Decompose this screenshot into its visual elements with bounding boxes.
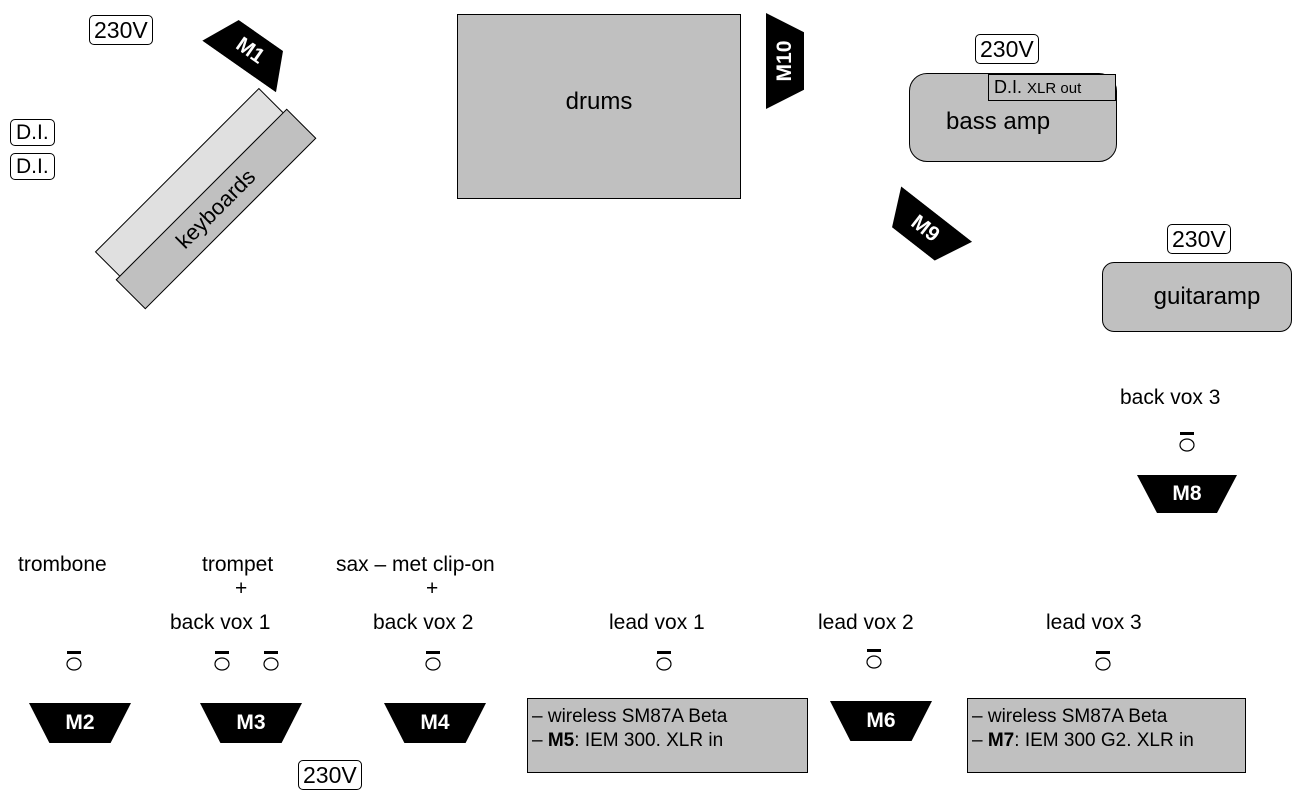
monitor-m9: M9 — [878, 186, 972, 271]
position-label: lead vox 2 — [818, 611, 914, 634]
bass-amp-label: bass amp — [946, 108, 1051, 135]
monitor-label: M3 — [236, 711, 266, 734]
monitor-m10: M10 — [766, 13, 804, 109]
microphone-stand-icon — [214, 651, 230, 671]
monitor-label: M1 — [231, 32, 269, 69]
drums-label: drums — [565, 87, 633, 115]
info-line: – M7: IEM 300 G2. XLR in — [972, 729, 1241, 753]
bass-di-box: D.I. XLR out — [988, 74, 1116, 101]
monitor-ref: M7 — [987, 730, 1015, 751]
monitor-ref: M5 — [547, 730, 575, 751]
monitor-m6: M6 — [830, 701, 932, 741]
power-outlet: 230V — [298, 760, 362, 790]
monitor-label: M2 — [65, 711, 95, 734]
position-label: + — [426, 577, 439, 600]
monitor-label: M10 — [773, 40, 796, 82]
position-label: lead vox 1 — [609, 611, 705, 634]
monitor-label: M8 — [1172, 482, 1202, 505]
bass-di-label: D.I. — [994, 77, 1023, 97]
monitor-label: M4 — [420, 711, 450, 734]
monitor-label: M6 — [866, 709, 896, 732]
monitor-m1: M1 — [202, 10, 298, 93]
info-line: – wireless SM87A Beta — [972, 706, 1168, 727]
position-label: back vox 2 — [373, 611, 474, 634]
position-label: back vox 3 — [1120, 386, 1221, 409]
bass-di-xlr-label: XLR out — [1027, 80, 1082, 97]
monitor-label: M9 — [906, 210, 944, 247]
monitor-m2: M2 — [29, 703, 131, 743]
position-label: lead vox 3 — [1046, 611, 1142, 634]
drums-riser: drums — [457, 14, 741, 199]
microphone-stand-icon — [425, 651, 441, 671]
wireless-info-box: – wireless SM87A Beta – M7: IEM 300 G2. … — [967, 698, 1246, 773]
info-line: – M5: IEM 300. XLR in — [532, 729, 803, 753]
power-outlet: 230V — [1167, 224, 1231, 254]
position-label: + — [235, 577, 248, 600]
info-prefix: – — [972, 730, 988, 751]
microphone-stand-icon — [866, 649, 882, 669]
info-line: – wireless SM87A Beta — [532, 706, 728, 727]
info-text: : IEM 300. XLR in — [574, 730, 724, 751]
microphone-stand-icon — [66, 651, 82, 671]
position-label: back vox 1 — [170, 611, 271, 634]
position-label: trompet — [202, 553, 274, 576]
microphone-stand-icon — [1179, 432, 1195, 452]
info-prefix: – — [532, 730, 548, 751]
di-box: D.I. — [10, 119, 55, 146]
info-text: : IEM 300 G2. XLR in — [1014, 730, 1194, 751]
microphone-stand-icon — [263, 651, 279, 671]
power-outlet: 230V — [975, 34, 1039, 64]
microphone-stand-icon — [1095, 651, 1111, 671]
microphone-stand-icon — [656, 651, 672, 671]
guitar-amp: guitaramp — [1102, 262, 1292, 332]
position-label: sax – met clip-on — [336, 553, 495, 576]
monitor-m8: M8 — [1137, 475, 1237, 513]
power-outlet: 230V — [89, 15, 153, 45]
monitor-m4: M4 — [384, 703, 486, 743]
monitor-m3: M3 — [200, 703, 302, 743]
guitar-amp-label: guitaramp — [1153, 283, 1261, 310]
di-box: D.I. — [10, 153, 55, 180]
position-label: trombone — [18, 553, 107, 576]
wireless-info-box: – wireless SM87A Beta – M5: IEM 300. XLR… — [527, 698, 808, 773]
